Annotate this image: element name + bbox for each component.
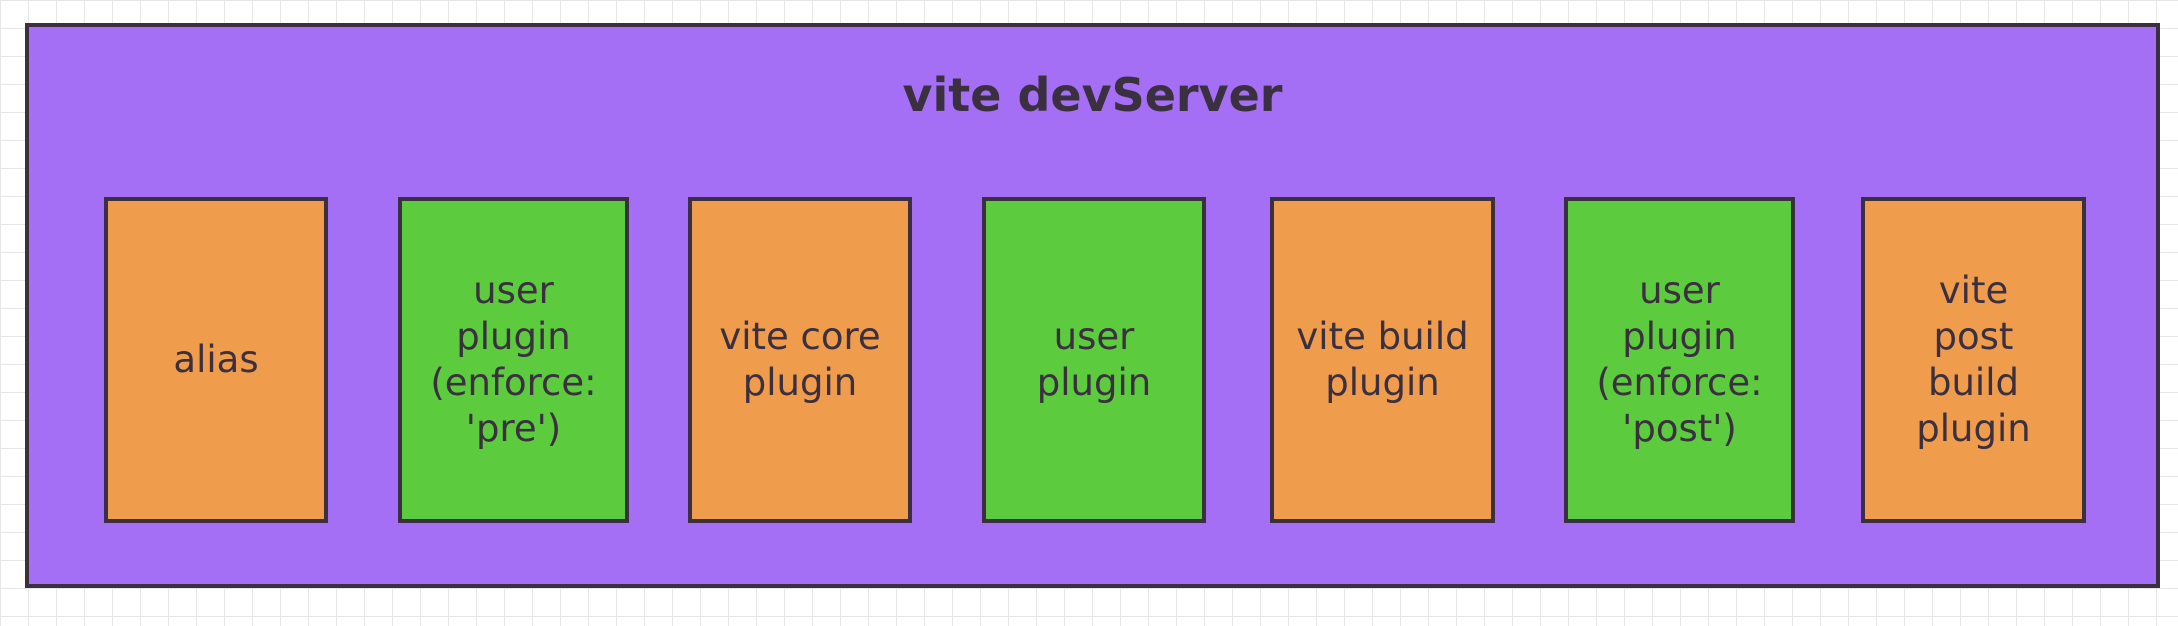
vite-devserver-container: vite devServer alias user plugin (enforc… (25, 23, 2160, 588)
user-plugin-box: user plugin (982, 197, 1206, 523)
box-label: alias (173, 338, 259, 381)
user-plugin-pre-box: user plugin (enforce: 'pre') (398, 197, 629, 523)
box-label: vite post build plugin (1916, 269, 2031, 450)
box-label: user plugin (enforce: 'pre') (430, 269, 597, 450)
box-label: vite core plugin (719, 315, 881, 404)
vite-core-plugin-box: vite core plugin (688, 197, 912, 523)
box-label: vite build plugin (1296, 315, 1469, 404)
box-label: user plugin (enforce: 'post') (1596, 269, 1763, 450)
box-label: user plugin (1036, 315, 1152, 404)
vite-build-plugin-box: vite build plugin (1270, 197, 1495, 523)
alias-box: alias (104, 197, 328, 523)
vite-post-build-plugin-box: vite post build plugin (1861, 197, 2086, 523)
user-plugin-post-box: user plugin (enforce: 'post') (1564, 197, 1795, 523)
container-title: vite devServer (902, 68, 1283, 122)
